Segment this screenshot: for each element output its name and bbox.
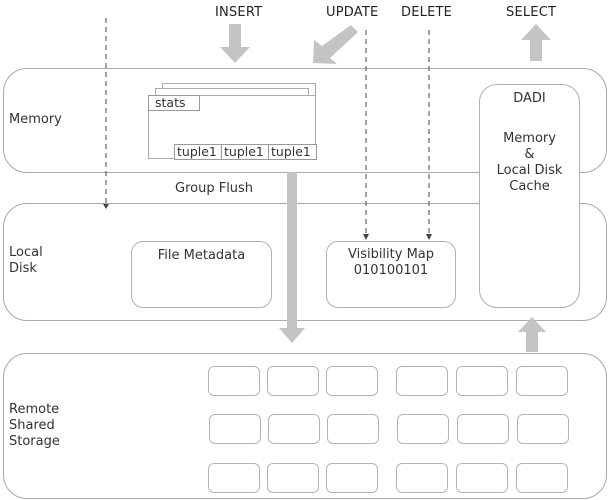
local-disk-label-line1: Local	[9, 245, 43, 260]
storage-block	[456, 366, 508, 396]
group-flush-label: Group Flush	[175, 181, 254, 196]
storage-block	[517, 414, 569, 444]
storage-block	[267, 366, 319, 396]
cache-fill-arrow-icon	[518, 317, 546, 352]
storage-block	[326, 366, 378, 396]
dadi-line1: Memory	[503, 131, 556, 146]
storage-block	[208, 366, 260, 396]
dadi-title: DADI	[513, 91, 546, 106]
storage-block	[268, 414, 320, 444]
memory-page: stats tuple1 tuple1 tuple1	[148, 95, 317, 160]
update-dashed-arrowhead-icon	[363, 234, 369, 240]
storage-block	[397, 414, 449, 444]
local-disk-label-line2: Disk	[9, 261, 37, 276]
storage-block	[516, 366, 568, 396]
storage-block	[208, 463, 260, 493]
update-label: UPDATE	[326, 5, 379, 20]
dadi-line3: Local Disk	[496, 163, 563, 178]
storage-block	[327, 414, 379, 444]
file-metadata-label: File Metadata	[157, 248, 246, 263]
remote-storage-label: Remote Shared Storage	[9, 402, 60, 450]
remote-label-line3: Storage	[9, 434, 60, 449]
visibility-map-box: Visibility Map 010100101	[326, 241, 456, 308]
insert-arrow-icon	[220, 24, 250, 63]
update-arrow-icon	[313, 25, 358, 64]
visibility-map-title: Visibility Map	[347, 247, 435, 262]
storage-block	[209, 414, 261, 444]
storage-block	[396, 366, 448, 396]
stats-cell: stats	[148, 95, 200, 111]
left-dashed-arrowhead-icon	[103, 204, 109, 209]
tuple-cell: tuple1	[221, 144, 270, 160]
storage-block	[267, 463, 319, 493]
dadi-line2: &	[524, 147, 535, 162]
storage-block	[457, 414, 509, 444]
storage-block	[456, 463, 508, 493]
memory-label: Memory	[9, 112, 62, 127]
storage-block	[396, 463, 448, 493]
select-label: SELECT	[506, 5, 557, 20]
file-metadata-box: File Metadata	[131, 241, 272, 308]
storage-block	[516, 463, 568, 493]
delete-dashed-arrowhead-icon	[426, 234, 432, 240]
visibility-map-bits: 010100101	[353, 263, 429, 278]
remote-label-line1: Remote	[9, 402, 60, 417]
group-flush-arrow-icon	[279, 172, 305, 343]
delete-label: DELETE	[401, 5, 453, 20]
dadi-cache-box: DADI Memory & Local Disk Cache	[479, 84, 580, 308]
local-disk-label: Local Disk	[9, 245, 43, 277]
storage-block	[326, 463, 378, 493]
remote-label-line2: Shared	[9, 418, 55, 433]
select-arrow-icon	[521, 24, 551, 61]
dadi-line4: Cache	[509, 179, 550, 194]
insert-label: INSERT	[215, 5, 263, 20]
tuple-cell: tuple1	[268, 144, 317, 160]
